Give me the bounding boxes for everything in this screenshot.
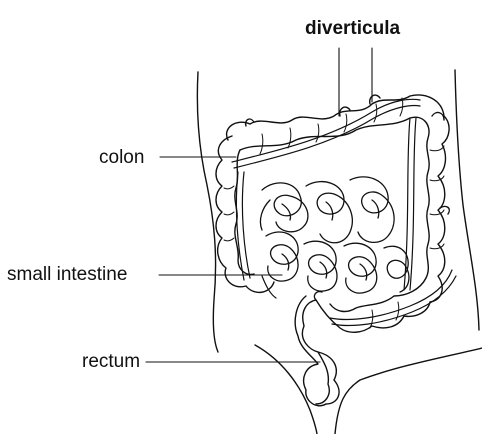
colon-ascending-inner: [235, 150, 254, 274]
rectum: [316, 352, 329, 404]
colon-sigmoid-band: [330, 270, 452, 320]
pelvis-left-curve: [255, 345, 317, 434]
rectum-body: [316, 352, 329, 404]
torso-left-side: [197, 72, 218, 352]
rectum-label: rectum: [82, 352, 140, 371]
diverticulum-3: [432, 113, 444, 120]
si-loop-4: [266, 232, 298, 281]
si-inner-3: [372, 200, 379, 218]
small-intestine-label: small intestine: [7, 265, 127, 284]
colon-ascending-band: [242, 172, 250, 278]
leader-lines: [146, 48, 372, 362]
si-loop-3: [350, 177, 394, 243]
si-loop-5: [304, 241, 337, 291]
diverticulum-6: [314, 292, 322, 300]
si-loop-1: [262, 183, 308, 232]
si-inner-6: [360, 264, 367, 280]
si-loop-8: [260, 200, 270, 230]
colon-label: colon: [99, 148, 144, 167]
small-intestine: [260, 177, 409, 293]
diagram-title: diverticula: [305, 19, 400, 38]
si-loop-6: [344, 243, 377, 293]
torso-right-side: [455, 70, 479, 330]
torso-outline: [197, 70, 482, 434]
pelvis-right-curve: [335, 348, 482, 434]
si-inner-4: [282, 254, 289, 270]
si-inner-2: [326, 202, 333, 220]
si-loop-2: [306, 182, 352, 243]
colon-sigmoid-band-2: [332, 276, 456, 326]
colon-descending-band-2: [410, 118, 416, 290]
colon: [216, 95, 456, 406]
si-inner-5: [320, 262, 327, 278]
colon-inner-wall: [240, 117, 429, 311]
colon-outer-wall: [227, 95, 450, 406]
si-inner-1: [282, 204, 291, 220]
